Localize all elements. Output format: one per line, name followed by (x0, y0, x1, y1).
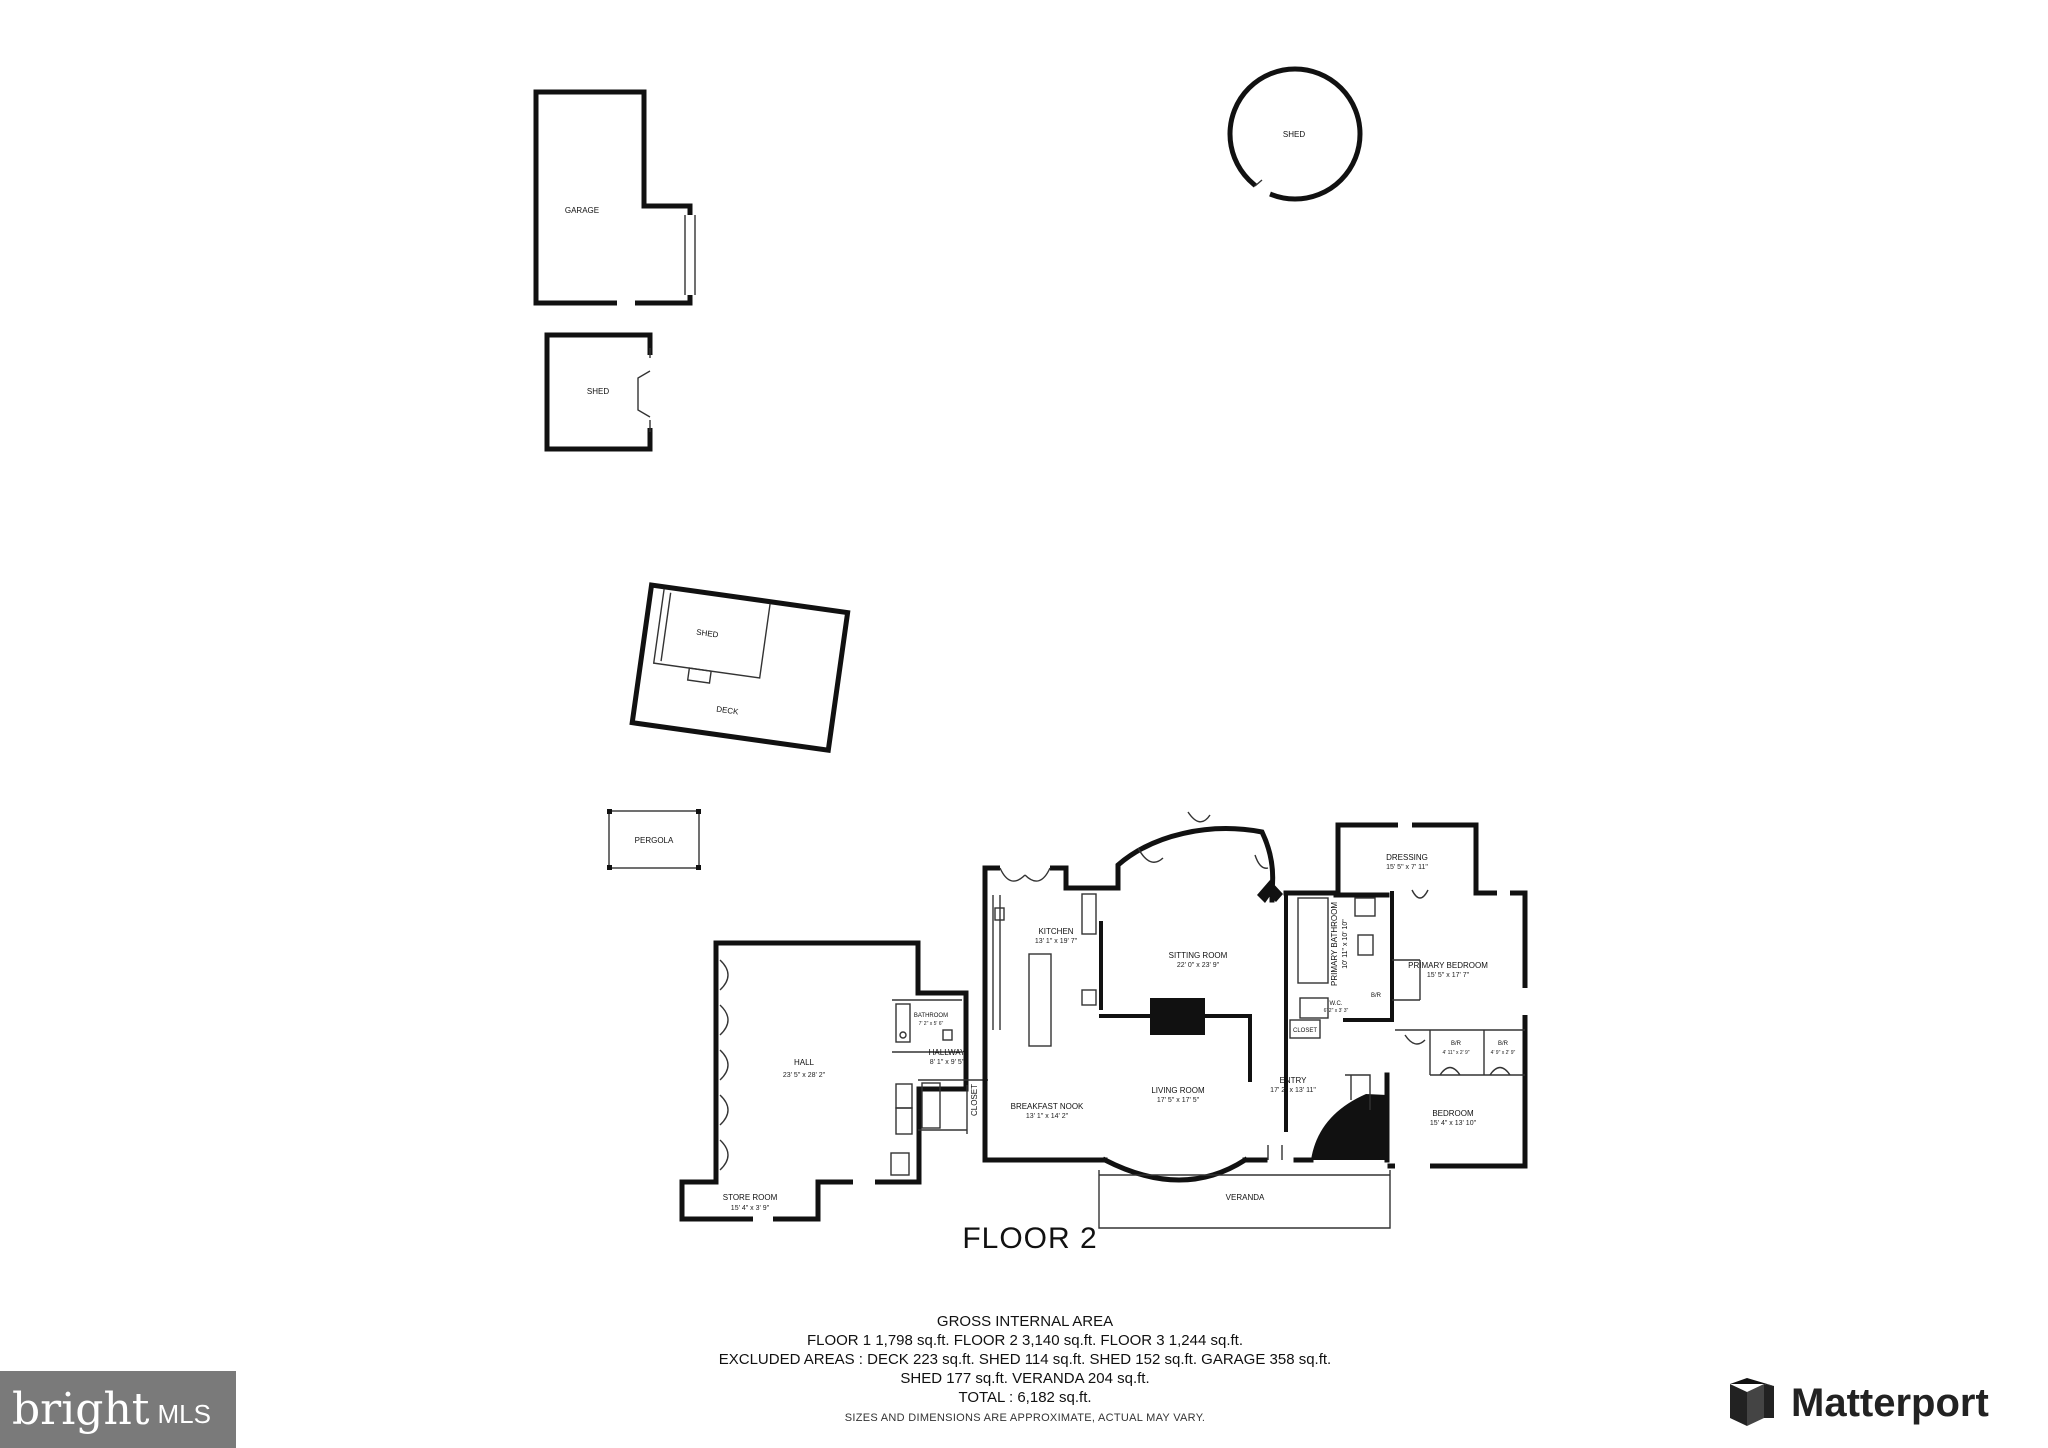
store-room-dims: 15' 4" x 3' 9" (731, 1205, 770, 1212)
matterport-logo-text: Matterport (1791, 1380, 1989, 1425)
deck-label: DECK (716, 705, 740, 717)
east-wing-outline (1283, 821, 1529, 1170)
matterport-logo: Matterport (1727, 1376, 1989, 1430)
hall-label: HALL (794, 1058, 815, 1067)
bathroom-dims: 7' 2" x 5' 6" (919, 1021, 944, 1027)
veranda-label: VERANDA (1226, 1193, 1265, 1202)
garage-outline (533, 89, 696, 307)
living-room-dims: 17' 5" x 17' 5" (1157, 1097, 1200, 1104)
hall-dims: 23' 5" x 28' 2" (783, 1072, 826, 1079)
round-shed-label: SHED (1283, 130, 1305, 139)
bright-mls-logo: bright MLS (0, 1371, 236, 1448)
area-summary-heading: GROSS INTERNAL AREA (936, 1313, 1114, 1330)
kitchen-label: KITCHEN (1038, 927, 1073, 936)
br-c-dims: 4' 9" x 2' 9" (1491, 1050, 1516, 1056)
wc-dims: 6' 2" x 3' 3" (1324, 1008, 1349, 1014)
pergola-label: PERGOLA (635, 836, 674, 845)
wc-label: W.C. (1330, 1001, 1343, 1007)
dressing-dims: 15' 5" x 7' 11" (1386, 864, 1428, 871)
primary-bedroom-label: PRIMARY BEDROOM (1408, 961, 1488, 970)
breakfast-nook-label: BREAKFAST NOOK (1011, 1102, 1084, 1111)
sitting-room-dims: 22' 0" x 23' 9" (1177, 962, 1220, 969)
area-summary-line3: SHED 177 sq.ft. VERANDA 204 sq.ft. (900, 1370, 1150, 1387)
breakfast-nook-dims: 13' 1" x 14' 2" (1026, 1113, 1069, 1120)
bright-logo-mls: MLS (157, 1399, 211, 1429)
closet-right-label: CLOSET (1293, 1028, 1317, 1034)
hall-outline (679, 940, 969, 1223)
primary-bedroom-dims: 15' 5" x 17' 7" (1427, 972, 1470, 979)
br-b-label: B/R (1451, 1041, 1462, 1047)
bright-logo-text: bright (12, 1383, 150, 1435)
pergola-outline (607, 809, 701, 870)
area-summary-note: SIZES AND DIMENSIONS ARE APPROXIMATE, AC… (844, 1412, 1206, 1424)
garage-label: GARAGE (565, 206, 599, 215)
main-house-outline (982, 808, 1391, 1229)
bedroom-label: BEDROOM (1432, 1109, 1474, 1118)
small-shed-outline (544, 332, 654, 452)
kitchen-dims: 13' 1" x 19' 7" (1035, 938, 1078, 945)
area-summary-line1: FLOOR 1 1,798 sq.ft. FLOOR 2 3,140 sq.ft… (806, 1332, 1244, 1349)
br-b-dims: 4' 11" x 2' 9" (1442, 1050, 1469, 1056)
hallway-block (890, 999, 988, 1176)
br-c-label: B/R (1498, 1041, 1509, 1047)
entry-label: ENTRY (1280, 1076, 1308, 1085)
floor-title: FLOOR 2 (962, 1222, 1098, 1255)
sitting-room-label: SITTING ROOM (1169, 951, 1228, 960)
store-room-label: STORE ROOM (723, 1193, 778, 1202)
br-a-label: B/R (1371, 993, 1382, 999)
shed-deck-shed-label: SHED (696, 628, 719, 640)
bedroom-dims: 15' 4" x 13' 10" (1430, 1120, 1477, 1127)
primary-bathroom-dims: 10' 11" x 10' 10" (1342, 919, 1349, 969)
shed-deck-outline (629, 582, 851, 754)
hallway-label: HALLWAY (929, 1048, 966, 1057)
round-shed-outline (1227, 66, 1363, 202)
closet-left-label: CLOSET (970, 1084, 979, 1116)
area-summary-line2: EXCLUDED AREAS : DECK 223 sq.ft. SHED 11… (718, 1351, 1332, 1368)
primary-bathroom-label: PRIMARY BATHROOM (1330, 902, 1339, 986)
bathroom-label: BATHROOM (914, 1013, 948, 1019)
dressing-label: DRESSING (1386, 853, 1428, 862)
hallway-dims: 8' 1" x 9' 5" (930, 1059, 965, 1066)
small-shed-label: SHED (587, 387, 609, 396)
living-room-label: LIVING ROOM (1151, 1086, 1205, 1095)
matterport-mark-icon (1730, 1378, 1774, 1426)
area-summary-total: TOTAL : 6,182 sq.ft. (958, 1389, 1092, 1406)
area-summary: GROSS INTERNAL AREA FLOOR 1 1,798 sq.ft.… (520, 1312, 1530, 1428)
entry-dims: 17' 2" x 13' 11" (1270, 1087, 1316, 1094)
